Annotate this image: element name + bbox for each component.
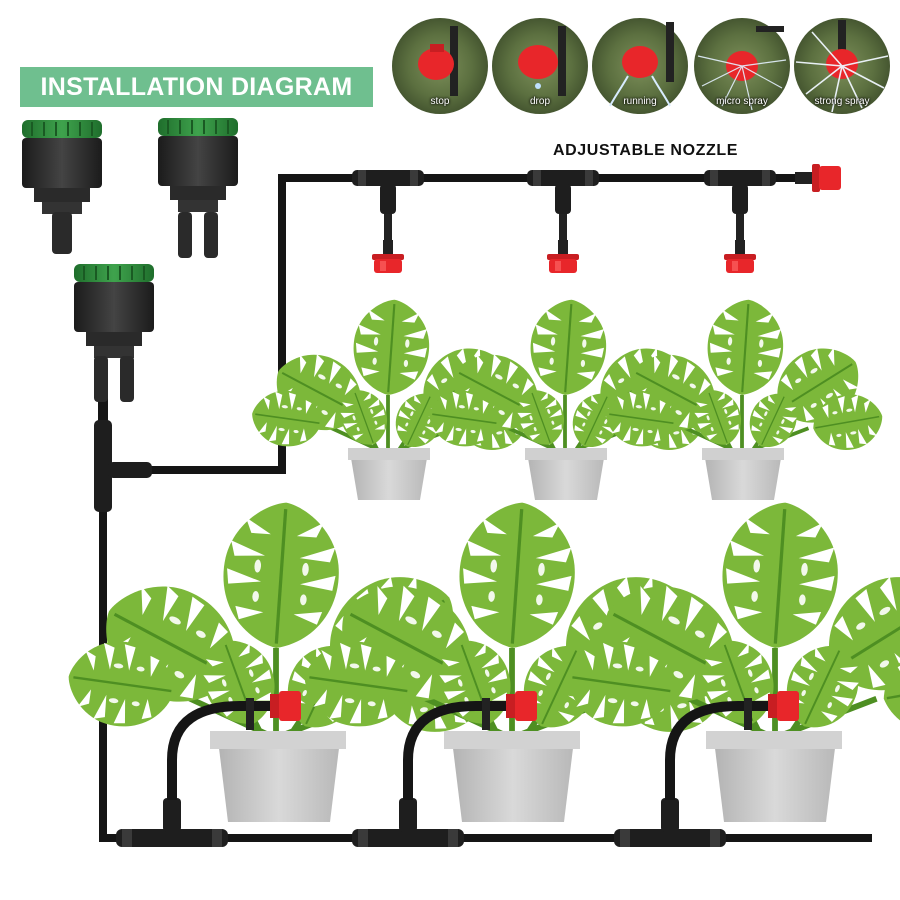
tap-adapter-double bbox=[157, 117, 239, 258]
diagram-title: INSTALLATION DIAGRAM bbox=[40, 72, 353, 101]
upper-plants bbox=[248, 297, 887, 500]
mode-label-drop: drop bbox=[529, 96, 550, 107]
splitter-tee bbox=[94, 420, 152, 512]
tap-adapter-single bbox=[21, 119, 103, 254]
lower-pots bbox=[210, 731, 842, 822]
upper-nozzle-row bbox=[352, 170, 776, 273]
lower-feeders bbox=[116, 691, 799, 847]
end-nozzle bbox=[795, 164, 841, 192]
tap-adapter-connected bbox=[73, 263, 155, 402]
nozzle-mode-photos bbox=[392, 18, 890, 114]
mode-label-stop: stop bbox=[430, 96, 450, 107]
mode-label-micro-spray: micro spray bbox=[716, 96, 768, 107]
mode-label-running: running bbox=[623, 96, 657, 107]
mode-label-strong-spray: strong spray bbox=[814, 96, 870, 107]
adjustable-nozzle-label: ADJUSTABLE NOZZLE bbox=[553, 142, 739, 159]
title-banner: INSTALLATION DIAGRAM bbox=[20, 67, 373, 107]
